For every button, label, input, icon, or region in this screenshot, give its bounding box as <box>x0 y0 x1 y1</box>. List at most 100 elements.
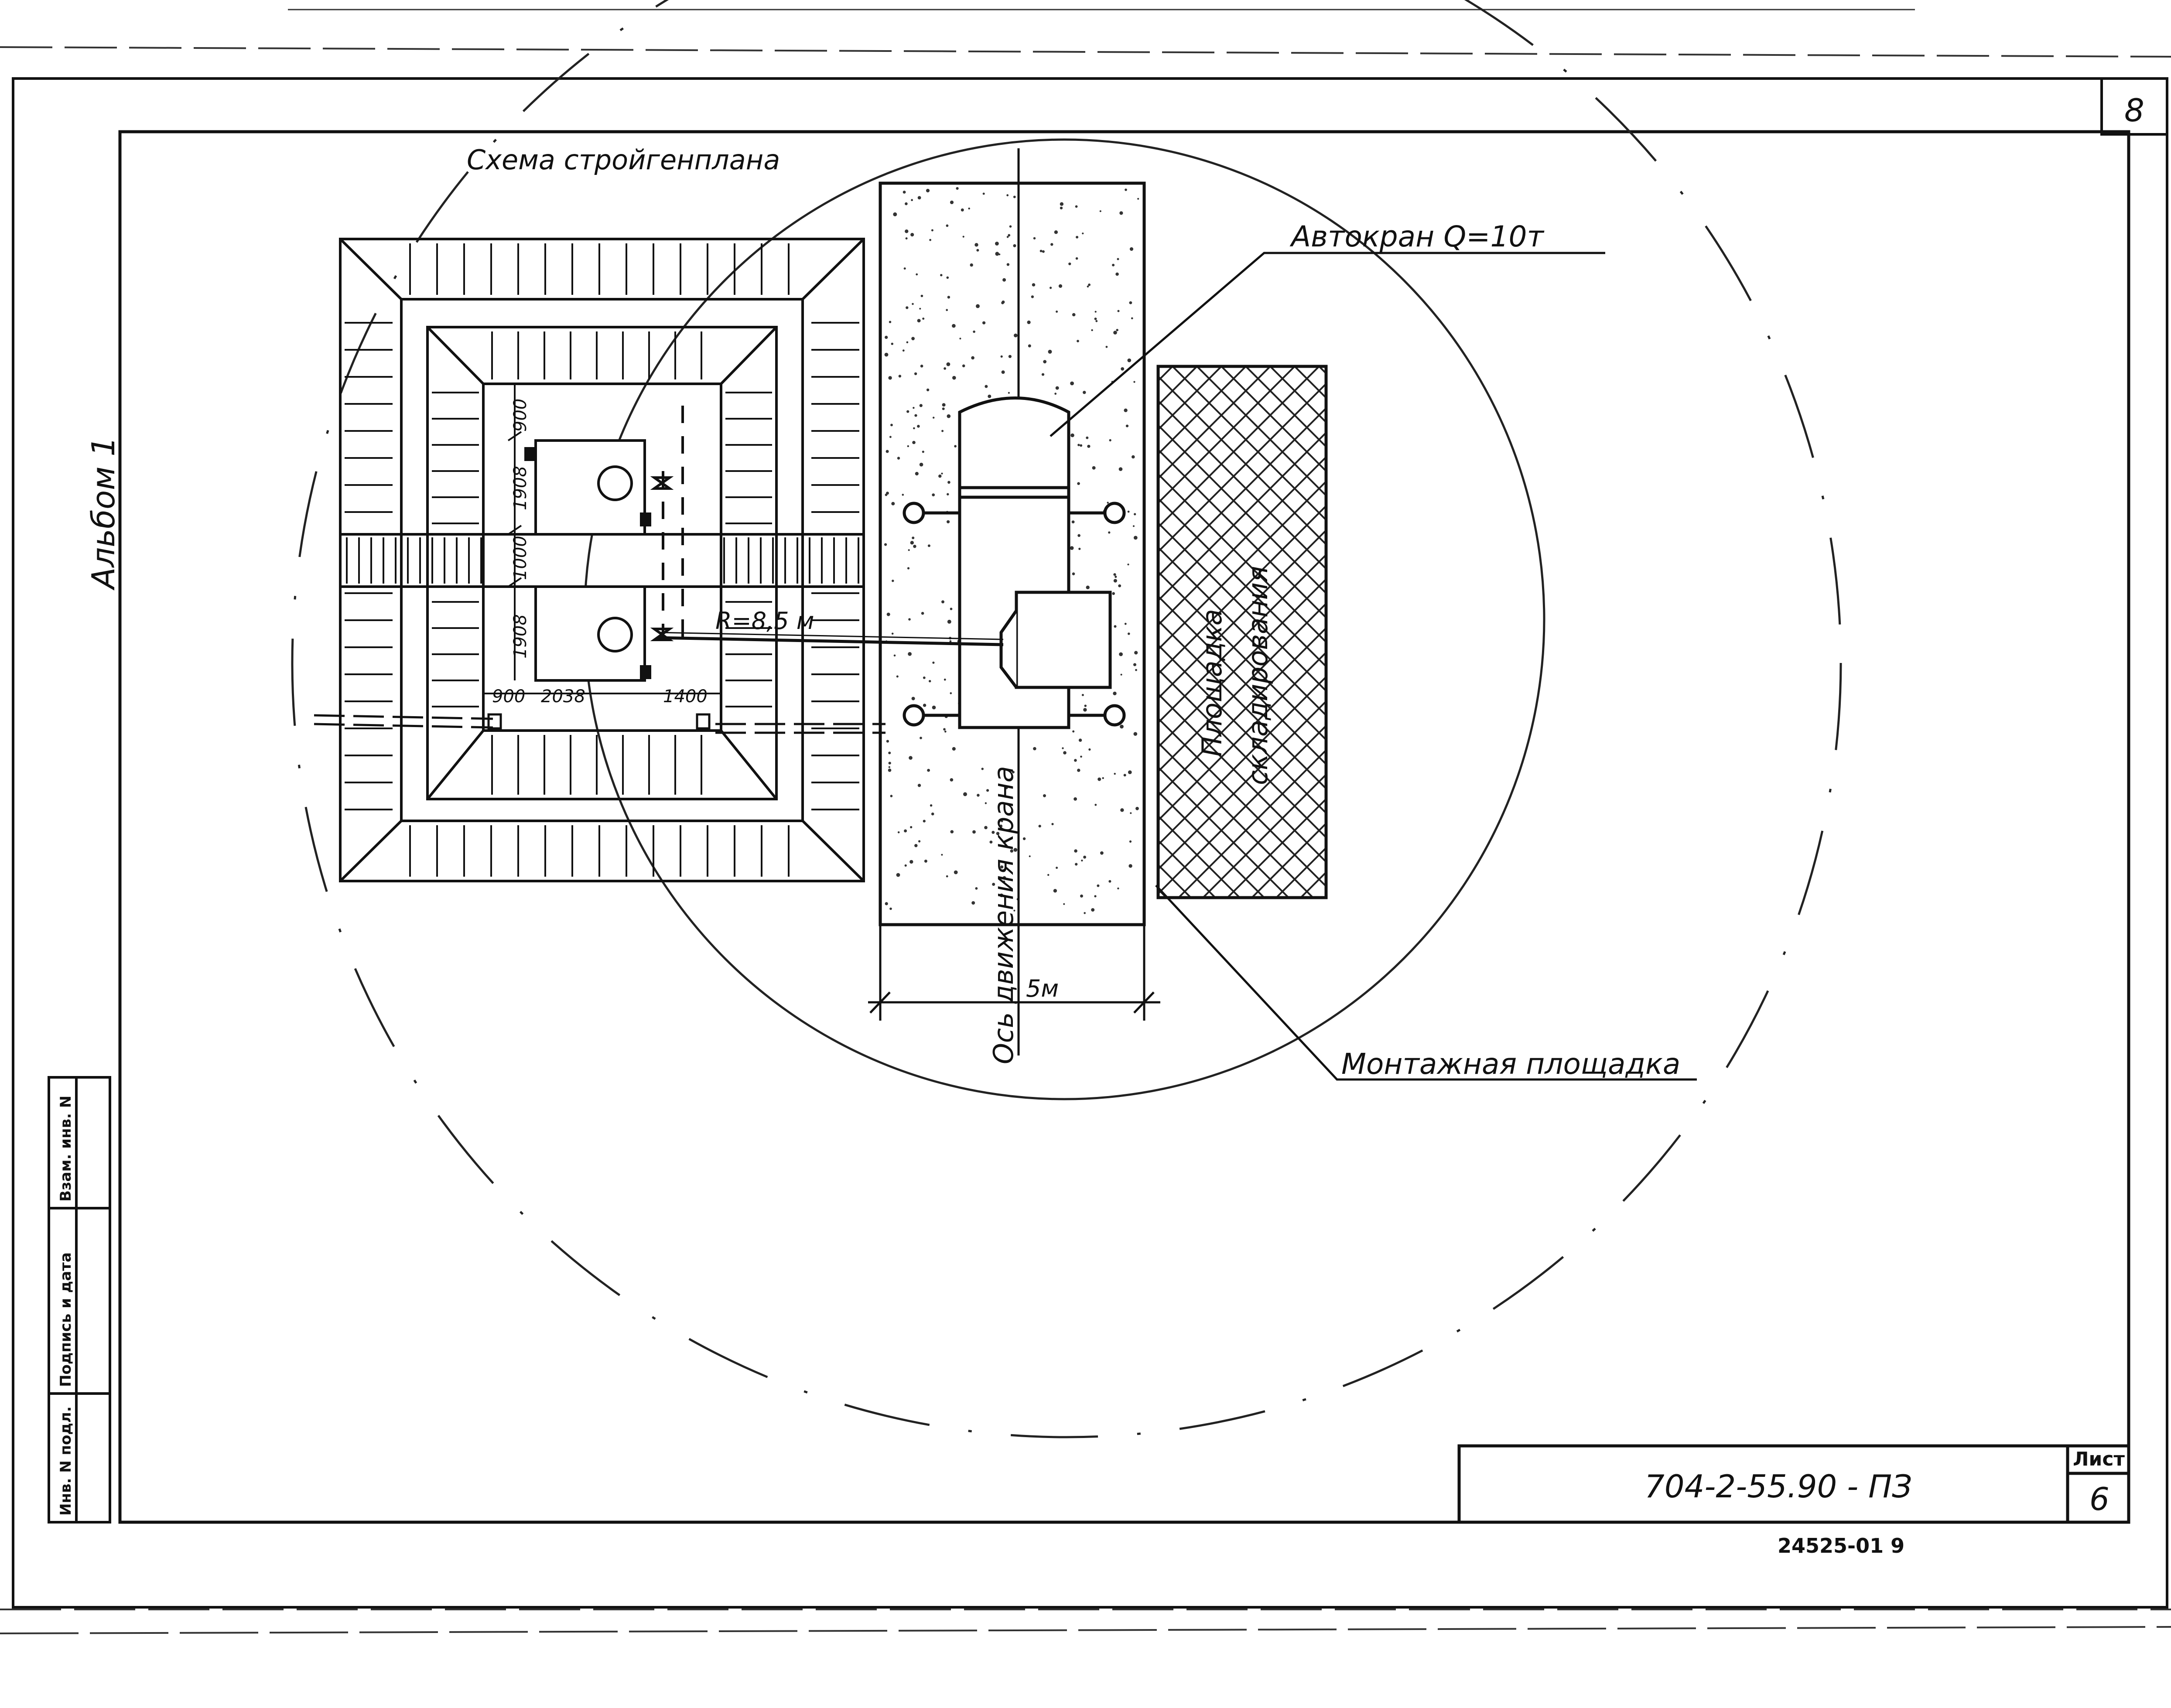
road-width-dimension <box>868 925 1160 1021</box>
road-speckle <box>1070 381 1074 386</box>
road-speckle <box>886 612 890 616</box>
road-speckle <box>1114 772 1116 775</box>
road-speckle <box>888 376 892 380</box>
road-speckle <box>1105 345 1108 348</box>
road-speckle <box>973 330 975 333</box>
storage-label-line2: складирования <box>1242 566 1274 785</box>
road-speckle <box>976 304 980 308</box>
road-speckle <box>932 705 936 710</box>
road-speckle <box>971 901 975 905</box>
road-speckle <box>888 766 890 768</box>
road-speckle <box>918 840 921 843</box>
road-speckle <box>950 692 952 694</box>
road-speckle <box>942 407 945 410</box>
road-speckle <box>1086 436 1089 439</box>
road-speckle <box>1092 466 1096 470</box>
sheet-frame <box>12 77 2168 1609</box>
road-speckle <box>954 445 957 447</box>
road-speckle <box>1127 358 1132 362</box>
road-speckle <box>1077 534 1080 537</box>
road-speckle <box>898 375 902 378</box>
road-speckle <box>1072 572 1075 575</box>
road-speckle <box>1117 887 1119 890</box>
road-speckle <box>913 427 915 430</box>
road-speckle <box>1076 236 1079 239</box>
road-speckle <box>1033 237 1036 239</box>
road-speckle <box>912 303 914 305</box>
road-speckle <box>897 457 900 460</box>
road-speckle <box>889 436 892 438</box>
road-speckle <box>1113 691 1117 696</box>
road-speckle <box>974 243 978 247</box>
road-speckle <box>950 200 954 205</box>
sheet-label: Лист <box>2073 1448 2125 1470</box>
road-speckle <box>915 471 919 476</box>
road-speckle <box>977 794 980 797</box>
road-speckle <box>1077 444 1080 446</box>
road-speckle <box>906 410 909 413</box>
road-speckle <box>1006 194 1009 197</box>
road-speckle <box>999 824 1003 828</box>
road-speckle <box>923 704 927 707</box>
road-speckle <box>917 196 921 200</box>
road-speckle <box>952 324 956 328</box>
road-speckle <box>1068 262 1071 266</box>
road-speckle <box>1100 851 1104 855</box>
road-speckle <box>1062 747 1064 749</box>
road-speckle <box>902 349 905 352</box>
road-speckle <box>1083 708 1087 712</box>
road-speckle <box>905 202 908 205</box>
road-speckle <box>1008 355 1012 358</box>
road-speckle <box>1002 301 1005 304</box>
road-speckle <box>1123 774 1126 777</box>
road-speckle <box>891 342 893 345</box>
road-speckle <box>1055 386 1059 390</box>
road-speckle <box>926 188 930 193</box>
road-speckle <box>1084 704 1087 707</box>
road-speckle <box>1074 797 1077 801</box>
road-speckle <box>1038 825 1041 828</box>
road-speckle <box>1051 823 1054 825</box>
road-speckle <box>1060 206 1063 210</box>
road-speckle <box>946 362 950 366</box>
road-speckle <box>1095 320 1098 322</box>
page-number-top: 8 <box>2124 92 2144 129</box>
road-speckle <box>910 826 913 829</box>
road-speckle <box>996 832 1000 835</box>
road-speckle <box>896 873 900 877</box>
road-speckle <box>1043 360 1047 364</box>
road-speckle <box>988 394 991 398</box>
road-speckle <box>982 192 985 195</box>
pipes <box>314 713 885 734</box>
road-speckle <box>950 608 953 610</box>
road-speckle <box>1102 777 1104 779</box>
road-speckle <box>1043 794 1046 797</box>
road-speckle <box>1133 381 1135 383</box>
road-speckle <box>961 208 964 212</box>
road-speckle <box>924 859 927 863</box>
road-speckle <box>1072 730 1075 733</box>
road-speckle <box>917 425 920 428</box>
road-speckle <box>904 864 907 867</box>
road-speckle <box>963 792 967 796</box>
road-speckle <box>971 356 974 360</box>
road-speckle <box>947 296 950 299</box>
road-speckle <box>1117 258 1119 260</box>
road-speckle <box>889 907 892 910</box>
road-speckle <box>922 318 925 320</box>
road-speckle <box>1074 759 1077 762</box>
road-speckle <box>991 830 995 834</box>
road-speckle <box>946 309 948 311</box>
road-speckle <box>1081 694 1084 696</box>
road-speckle <box>1091 908 1095 912</box>
road-speckle <box>885 902 888 905</box>
road-speckle <box>941 600 944 604</box>
road-speckle <box>932 493 935 496</box>
road-speckle <box>947 520 950 523</box>
road-speckle <box>1094 318 1097 320</box>
road-speckle <box>907 445 909 447</box>
road-speckle <box>1127 564 1129 566</box>
road-speckle <box>1115 272 1119 276</box>
road-speckle <box>888 769 892 772</box>
road-speckle <box>1118 467 1123 471</box>
